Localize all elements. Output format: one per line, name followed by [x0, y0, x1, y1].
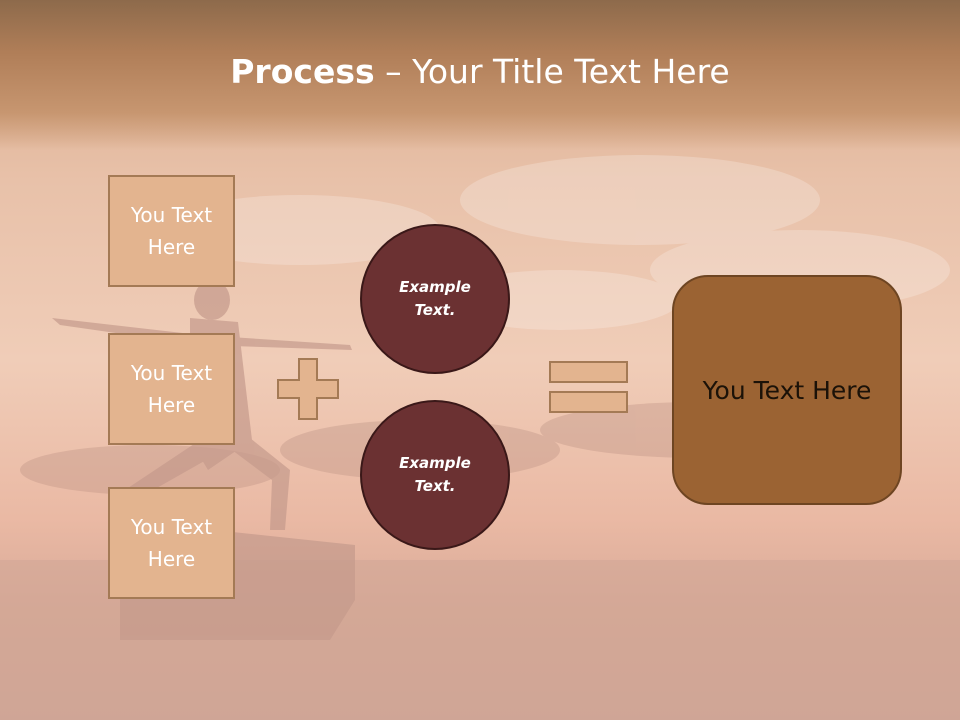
input-box-2-line2: Here	[147, 393, 196, 417]
input-box-3-line1: You Text	[130, 515, 213, 539]
example-circle-1-line2: Text.	[414, 301, 456, 319]
plus-icon	[277, 358, 339, 420]
input-box-2-line1: You Text	[130, 361, 213, 385]
result-box: You Text Here	[672, 275, 902, 505]
input-box-3-line2: Here	[147, 547, 196, 571]
input-box-1-line2: Here	[147, 235, 196, 259]
input-box-1-line1: You Text	[130, 203, 213, 227]
title-band	[0, 0, 960, 150]
title-bold: Process	[230, 52, 375, 91]
example-circle-2-line2: Text.	[414, 477, 456, 495]
example-circle-1-line1: Example	[399, 278, 471, 296]
equals-icon	[549, 361, 628, 413]
title-rest: – Your Title Text Here	[374, 52, 730, 91]
result-label: You Text Here	[702, 375, 872, 405]
example-circle-2-line1: Example	[399, 454, 471, 472]
page-title: Process – Your Title Text Here	[0, 52, 960, 91]
